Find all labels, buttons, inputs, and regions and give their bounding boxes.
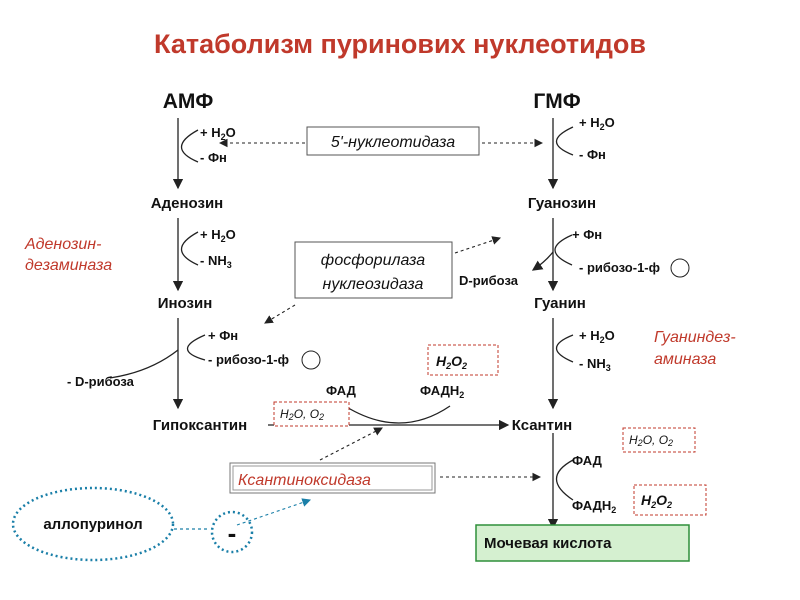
rx-xanthine-fadh2: ФАДН2 xyxy=(572,498,616,515)
h2o2-label-1: H2O2 xyxy=(436,353,467,371)
rx-guanosine-minus-ribose: - рибозо-1-ф xyxy=(579,260,660,275)
rx-amp-plus-h2o: + H2O xyxy=(200,125,236,142)
rx-guanine-plus-h2o: + H2O xyxy=(579,328,615,345)
node-inosine: Инозин xyxy=(158,295,213,312)
inhibitor-allopurinol: аллопуринол xyxy=(43,516,142,533)
inhibition-sign: - xyxy=(228,518,237,548)
enzyme-phosphorylase-line1: фосфорилаза xyxy=(321,252,426,269)
rx-guanine-minus-nh3: - NH3 xyxy=(579,356,611,373)
enzyme-xanthine-oxidase: Ксантиноксидаза xyxy=(238,472,371,489)
enzyme-box-xanthine-oxidase xyxy=(229,462,436,494)
curve-amp-step xyxy=(180,129,199,163)
enzyme-box-phosphorylase xyxy=(294,241,453,299)
curve-gmp-step xyxy=(555,126,574,156)
h2o2-label-2: H2O2 xyxy=(641,492,672,510)
dash-inhibition xyxy=(236,498,312,526)
rx-hypox-fad: ФАД xyxy=(326,383,357,398)
h2o2-box-1 xyxy=(427,344,499,376)
rx-guanosine-plus-pn: + Фн xyxy=(572,227,602,242)
enzyme-box-xanthine-oxidase-inner xyxy=(232,465,433,491)
h2o-o2-box-2 xyxy=(622,427,696,453)
enzyme-guanine-deaminase-line1: Гуаниндез- xyxy=(654,329,736,346)
rx-adenosine-minus-nh3: - NH3 xyxy=(200,253,232,270)
curve-fad-fadh2 xyxy=(344,405,451,424)
curve-guanosine-ribose xyxy=(531,251,554,271)
node-uric-acid: Мочевая кислота xyxy=(484,535,612,552)
rx-inosine-minus-ribose: - рибозо-1-ф xyxy=(208,352,289,367)
curve-guanosine-step xyxy=(554,234,573,266)
rx-gmp-plus-h2o: + H2O xyxy=(579,115,615,132)
page-title: Катаболизм пуринових нуклеотидов xyxy=(154,29,646,59)
enzyme-guanine-deaminase-line2: аминаза xyxy=(654,351,716,368)
enzyme-nucleotidase: 5'-нуклеотидаза xyxy=(331,134,455,151)
enzyme-phosphorylase-line2: нуклеозидаза xyxy=(323,276,424,293)
node-guanosine: Гуанозин xyxy=(528,195,596,212)
dash-oxidase-up xyxy=(319,427,383,461)
h2o2-box-2 xyxy=(633,484,707,516)
rx-minus-d-ribose: - D-рибоза xyxy=(67,374,135,389)
rx-adenosine-plus-h2o: + H2O xyxy=(200,227,236,244)
h2o-o2-label-2: H2O, O2 xyxy=(629,433,673,448)
curve-xanthine-step xyxy=(556,459,574,501)
rx-d-ribose: D-рибоза xyxy=(459,273,519,288)
ribose-circle-left xyxy=(301,350,321,370)
inhibition-circle xyxy=(210,510,254,554)
node-xanthine: Ксантин xyxy=(512,417,573,434)
curve-adenosine-step xyxy=(180,231,199,266)
enzyme-box-nucleotidase xyxy=(306,126,480,156)
rx-gmp-minus-pn: - Фн xyxy=(579,147,606,162)
ribose-circle-right xyxy=(670,258,690,278)
curve-guanine-step xyxy=(555,334,574,363)
dash-phosphorylase-right xyxy=(454,236,502,254)
rx-inosine-plus-pn: + Фн xyxy=(208,328,238,343)
node-hypoxanthine: Гипоксантин xyxy=(153,417,247,434)
dash-phosphorylase-left xyxy=(264,304,296,324)
enzyme-adenosine-deaminase-line2: дезаминаза xyxy=(25,257,112,274)
rx-xanthine-fad: ФАД xyxy=(572,453,603,468)
h2o-o2-box-1 xyxy=(273,401,350,427)
node-guanine: Гуанин xyxy=(534,295,586,312)
uric-acid-box xyxy=(475,524,690,562)
rx-amp-minus-pn: - Фн xyxy=(200,150,227,165)
node-amp: АМФ xyxy=(163,90,214,113)
h2o-o2-label-1: H2O, O2 xyxy=(280,407,324,422)
curve-inosine-step xyxy=(109,334,206,379)
enzyme-adenosine-deaminase-line1: Аденозин- xyxy=(24,236,101,253)
node-gmp: ГМФ xyxy=(533,90,580,113)
rx-hypox-fadh2: ФАДН2 xyxy=(420,383,464,400)
node-adenosine: Аденозин xyxy=(151,195,223,212)
inhibitor-ellipse xyxy=(11,486,175,562)
